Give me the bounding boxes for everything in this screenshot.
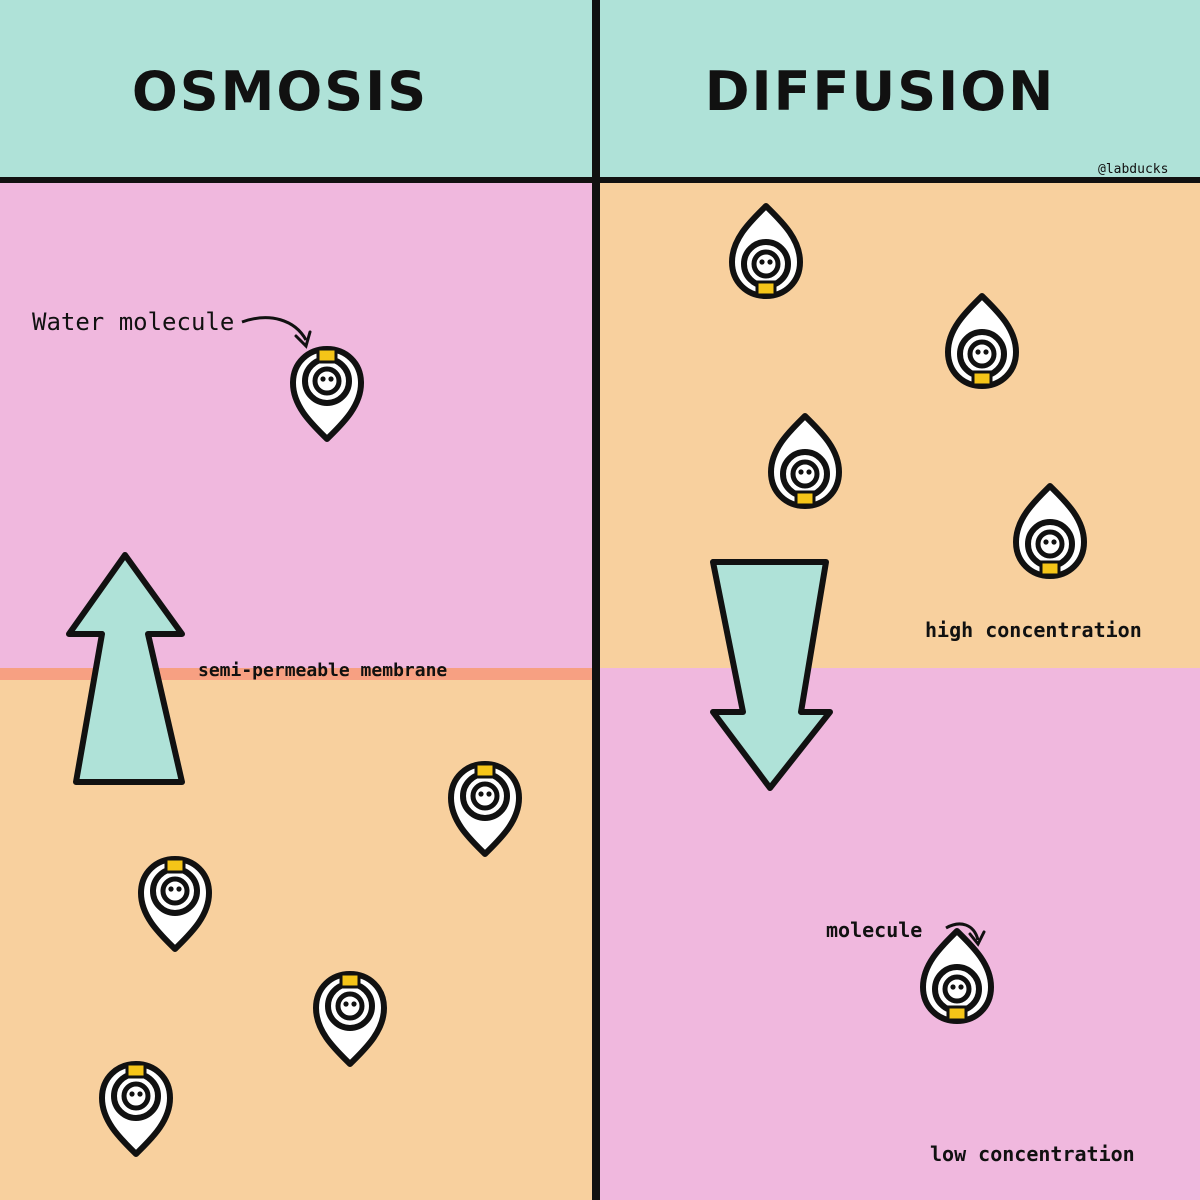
arrow-up-icon bbox=[66, 552, 185, 785]
arrow-down-icon bbox=[710, 559, 833, 791]
pointer-arrowhead-icon bbox=[294, 330, 312, 349]
molecule-icon bbox=[732, 206, 800, 296]
molecule-icon bbox=[451, 764, 519, 854]
high-concentration-label: high concentration bbox=[925, 618, 1142, 642]
low-concentration-label: low concentration bbox=[930, 1142, 1135, 1166]
molecule-label: molecule bbox=[826, 918, 923, 942]
pointer-arrow-icon bbox=[241, 316, 308, 341]
diffusion-title: DIFFUSION bbox=[704, 60, 1056, 123]
osmosis-header-panel bbox=[0, 0, 596, 180]
water-molecule-label: Water molecule bbox=[32, 308, 235, 336]
molecule-icon bbox=[141, 859, 209, 949]
diffusion-header-panel bbox=[596, 0, 1200, 180]
molecule-icon bbox=[923, 931, 991, 1021]
pointer-arrow-icon bbox=[945, 922, 980, 941]
pointer-arrowhead-icon bbox=[968, 930, 986, 947]
vertical-divider bbox=[592, 0, 600, 1200]
molecule-icon bbox=[948, 296, 1016, 386]
molecule-icon bbox=[316, 974, 384, 1064]
diffusion-top-region bbox=[596, 180, 1200, 668]
molecule-icon bbox=[1016, 486, 1084, 576]
molecule-icon bbox=[102, 1064, 170, 1154]
diffusion-bottom-region bbox=[596, 668, 1200, 1200]
horizontal-divider bbox=[0, 177, 1200, 183]
osmosis-title: OSMOSIS bbox=[131, 60, 429, 123]
molecule-icon bbox=[771, 416, 839, 506]
water-molecule-icon bbox=[293, 349, 361, 439]
membrane-label: semi-permeable membrane bbox=[198, 660, 448, 681]
credit-handle: @labducks bbox=[1098, 162, 1169, 177]
